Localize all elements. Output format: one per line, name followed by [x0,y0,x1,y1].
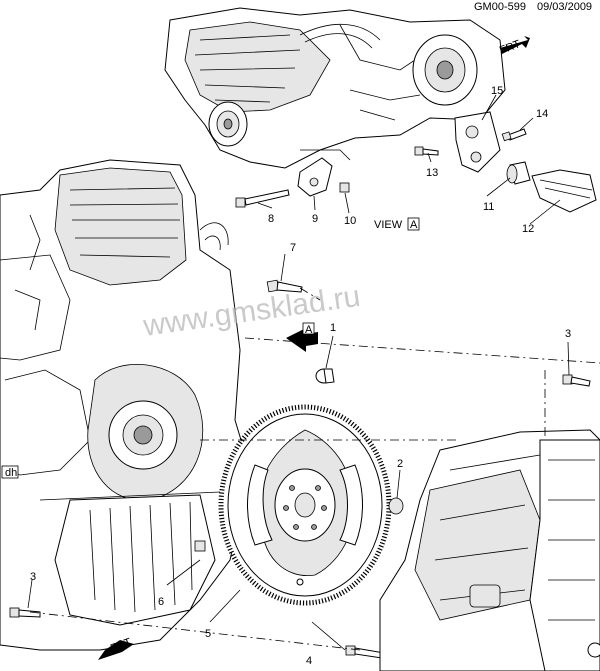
bolt-part-3-right [562,374,591,387]
corner-tag-label: dh [5,467,17,479]
callout-13: 13 [426,167,438,179]
bolt-part-6 [194,540,206,552]
bracket-part-15 [454,111,501,173]
spacer-part-1 [315,368,335,384]
bolt-part-3-left [9,607,41,618]
view-a-arrow: A [286,322,318,352]
callout-8: 8 [268,213,274,225]
callout-14: 14 [536,108,548,120]
callout-3-left: 3 [30,571,36,583]
front-label-top: FRT [498,38,522,57]
bracket-part-9 [297,157,333,197]
callout-5: 5 [205,628,211,640]
bolt-part-10 [339,182,350,193]
bolt-part-2 [388,497,404,515]
callout-6: 6 [158,596,164,608]
bolt-part-14 [501,128,527,142]
view-letter: A [410,219,418,231]
callout-1: 1 [330,322,336,334]
callout-7: 7 [290,242,296,254]
bolt-part-13 [414,146,439,156]
callout-2: 2 [397,458,403,470]
callout-10: 10 [344,215,356,227]
shaft-part-12 [531,169,597,213]
engine-block [0,159,251,651]
bolt-part-8 [235,189,290,208]
view-label: VIEW [374,219,403,231]
callout-15: 15 [491,85,503,97]
bushing-part-11 [506,161,531,185]
callout-3-right: 3 [565,328,571,340]
corner-tag: dh [1,465,19,479]
bolt-part-7 [266,279,303,293]
diagram-date: 09/03/2009 [537,1,592,13]
callout-9: 9 [312,213,318,225]
engine-top-view [164,7,506,169]
transmission-housing [379,429,600,671]
callout-12: 12 [522,223,534,235]
diagram-code: GM00-599 [474,1,526,13]
callout-11: 11 [483,201,494,213]
front-arrow-top: FRT [498,36,530,57]
view-arrow-letter: A [305,324,313,336]
callout-4: 4 [306,655,312,667]
flywheel-part-5 [218,404,392,606]
